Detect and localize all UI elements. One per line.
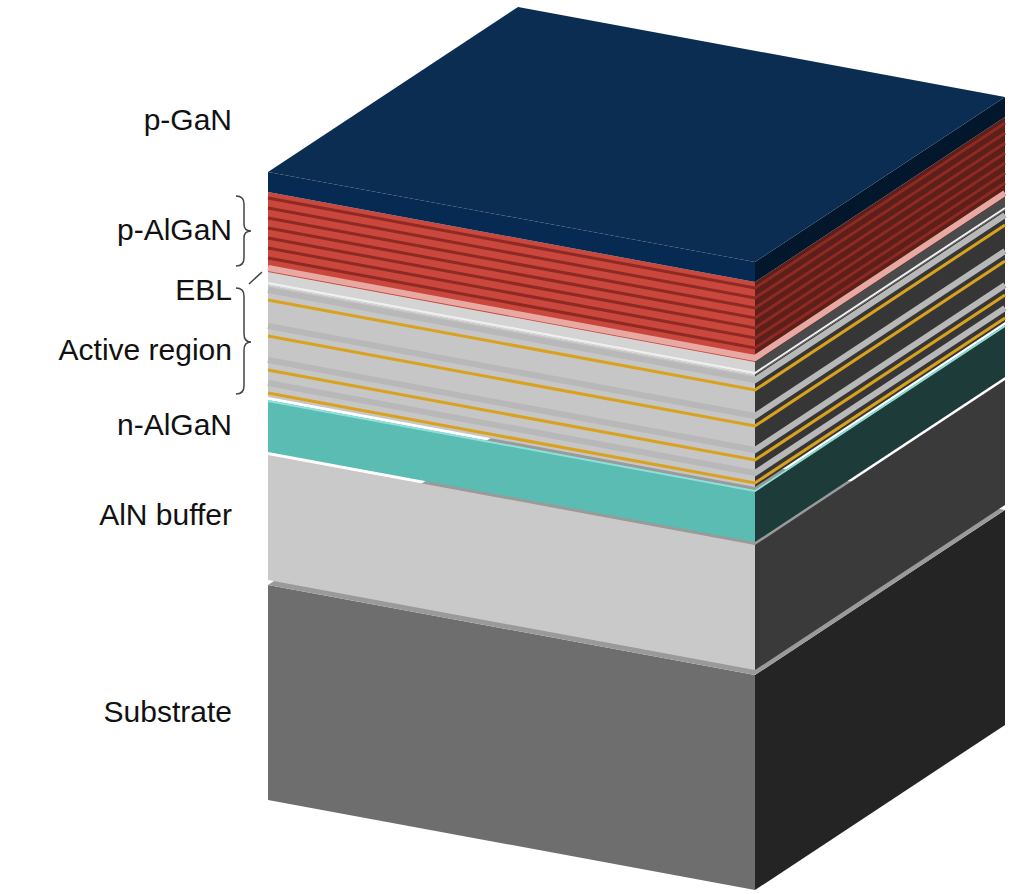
layer-label: n-AlGaN: [117, 408, 232, 442]
p-gan-top: [268, 7, 1005, 262]
bracket: [236, 196, 251, 266]
layer-label: p-AlGaN: [117, 213, 232, 247]
bracket: [236, 288, 251, 394]
layer-label: p-GaN: [144, 103, 232, 137]
layer-label: EBL: [175, 273, 232, 307]
layer-label: AlN buffer: [99, 498, 232, 532]
layer-label: Substrate: [104, 695, 232, 729]
layer-label: Active region: [59, 333, 232, 367]
leader-line: [249, 272, 262, 284]
